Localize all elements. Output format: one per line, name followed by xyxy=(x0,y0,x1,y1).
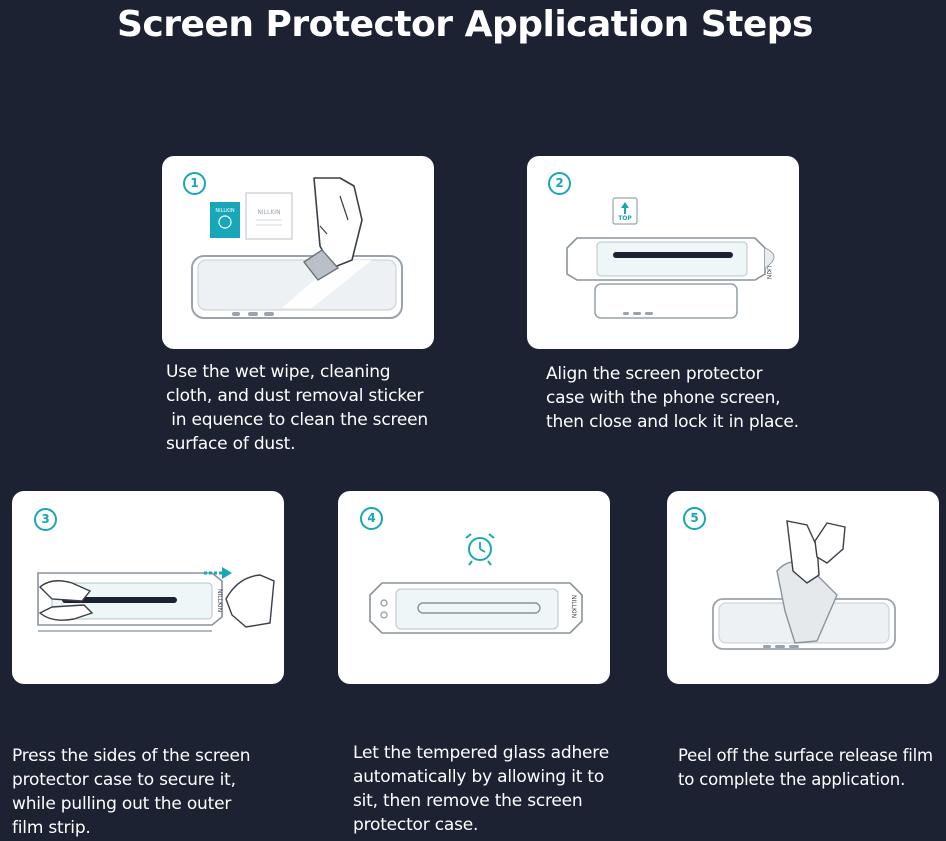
arrow-right-icon xyxy=(204,567,232,579)
top-label-text: TOP xyxy=(618,215,632,222)
step-5-card: 5 xyxy=(667,491,939,684)
case-brand-text: NILLKIN xyxy=(216,589,223,612)
caption-line: in equence to clean the screen xyxy=(166,410,428,430)
step-1-caption: Use the wet wipe, cleaning cloth, and du… xyxy=(166,360,428,456)
top-label: TOP xyxy=(612,197,638,225)
protector-case-icon: NILLKIN xyxy=(369,582,583,634)
caption-line: to complete the application. xyxy=(678,770,906,789)
caption-line: case with the phone screen, xyxy=(546,388,781,408)
wet-wipe-icon: NILLKIN xyxy=(210,202,240,238)
step-2-caption: Align the screen protector case with the… xyxy=(546,362,799,434)
step-4-caption: Let the tempered glass adhere automatica… xyxy=(353,741,609,837)
sticker-brand-text: NILLKIN xyxy=(257,209,280,216)
step-3-illustration: NILLKIN xyxy=(37,567,275,632)
step-5-badge: 5 xyxy=(683,507,706,530)
dust-sticker-icon: NILLKIN xyxy=(245,192,293,240)
caption-line: Align the screen protector xyxy=(546,364,763,384)
phone-icon xyxy=(594,283,738,319)
caption-line: automatically by allowing it to xyxy=(353,767,605,787)
case-brand-text: NILLKIN xyxy=(570,595,577,618)
caption-line: protector case. xyxy=(353,815,479,835)
step-3-badge: 3 xyxy=(34,508,57,531)
step-4-illustration: NILLKIN xyxy=(369,533,583,634)
caption-line: cloth, and dust removal sticker xyxy=(166,386,424,406)
step-2-illustration: TOP NILLKIN xyxy=(566,197,775,319)
step-2-badge: 2 xyxy=(548,172,571,195)
step-4-card: NILLKIN 4 xyxy=(338,491,610,684)
step-1-badge: 1 xyxy=(183,172,206,195)
protector-case-icon: NILLKIN xyxy=(37,572,223,632)
step-5-caption: Peel off the surface release film to com… xyxy=(678,744,933,792)
caption-line: Use the wet wipe, cleaning xyxy=(166,362,391,382)
caption-line: film strip. xyxy=(12,818,91,838)
caption-line: Peel off the surface release film xyxy=(678,746,933,765)
step-5-illustration xyxy=(712,520,896,650)
alarm-clock-icon xyxy=(465,533,495,566)
page-title: Screen Protector Application Steps xyxy=(117,4,814,45)
wipe-brand-text: NILLKIN xyxy=(215,208,235,214)
caption-line: Press the sides of the screen xyxy=(12,746,251,766)
caption-line: sit, then remove the screen xyxy=(353,791,583,811)
hand-icon xyxy=(786,520,846,584)
phone-icon xyxy=(191,255,403,319)
step-1-illustration: NILLKIN NILLKIN xyxy=(191,177,403,319)
step-4-badge: 4 xyxy=(360,507,383,530)
caption-line: then close and lock it in place. xyxy=(546,412,799,432)
hand-icon xyxy=(38,574,275,628)
protector-case-icon: NILLKIN xyxy=(566,237,775,281)
step-2-card: TOP NILLKIN 2 xyxy=(527,156,799,349)
cleaning-cloth-icon xyxy=(302,249,340,281)
caption-line: while pulling out the outer xyxy=(12,794,232,814)
step-3-card: NILLKIN 3 xyxy=(12,491,284,684)
caption-line: Let the tempered glass adhere xyxy=(353,743,609,763)
case-brand-text: NILLKIN xyxy=(765,256,772,279)
step-1-card: NILLKIN NILLKIN 1 xyxy=(162,156,434,349)
caption-line: protector case to secure it, xyxy=(12,770,236,790)
caption-line: surface of dust. xyxy=(166,434,296,454)
step-3-caption: Press the sides of the screen protector … xyxy=(12,744,251,840)
